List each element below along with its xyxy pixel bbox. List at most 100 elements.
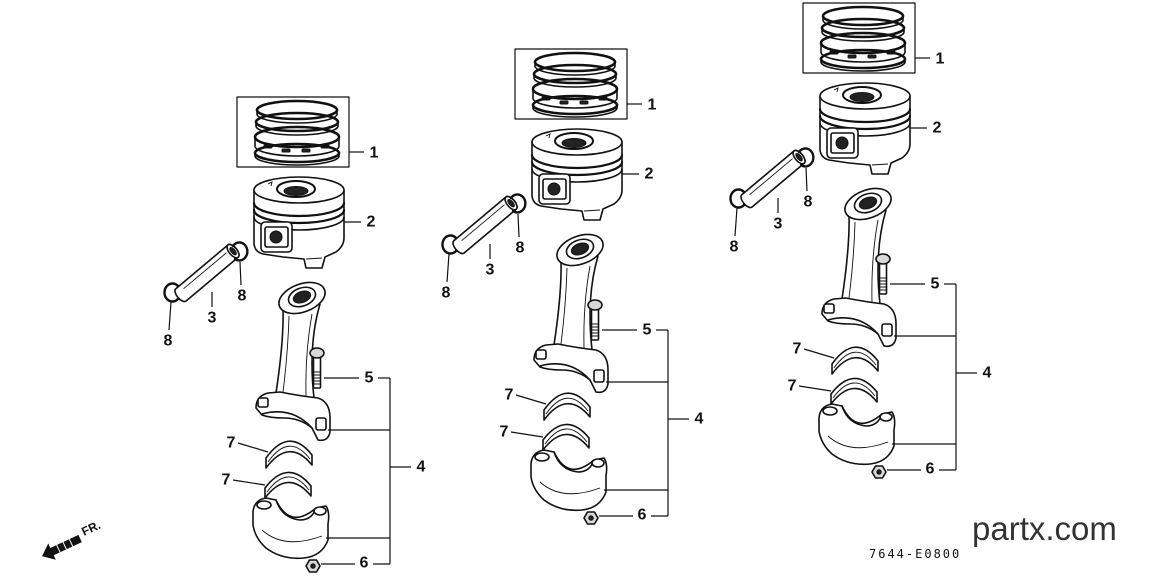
piston-bowl-depth xyxy=(849,92,875,102)
rod-nut xyxy=(305,559,321,573)
ring-oil-slot xyxy=(559,100,569,105)
piston-skirt-line xyxy=(305,257,323,260)
bearing-upper-shell xyxy=(543,392,591,421)
bearing-upper xyxy=(831,346,879,375)
piston-pin-bore xyxy=(835,136,849,150)
callout-rod-nut: 6 xyxy=(638,507,647,524)
callout-rod-assembly: 4 xyxy=(983,365,992,382)
front-arrow-hatch xyxy=(56,538,74,553)
front-arrow-label: FR. xyxy=(79,518,102,539)
bearing-upper-face xyxy=(545,397,589,415)
bearing-lower-face xyxy=(544,428,588,445)
ring-rail-front xyxy=(254,152,340,166)
rod-cap xyxy=(818,403,896,466)
piston-bowl-depth xyxy=(283,186,309,196)
bearing-lower-shell xyxy=(542,423,590,451)
ring-rail-front xyxy=(532,104,618,118)
bearing-lower-face xyxy=(266,476,310,493)
leader-bearing-lower xyxy=(232,479,266,486)
rod-web xyxy=(871,219,879,303)
piston-front-mark xyxy=(267,181,273,187)
rod-cap-boss xyxy=(879,412,893,422)
piston-groove xyxy=(252,208,346,225)
piston xyxy=(818,82,912,175)
piston-groove xyxy=(819,122,911,137)
bearing-upper-shell xyxy=(265,440,313,469)
callout-bearing-upper: 7 xyxy=(793,341,802,358)
piston-pin-highlight xyxy=(461,204,505,242)
rod-web xyxy=(583,265,591,349)
rod-cap-edge xyxy=(539,481,601,495)
piston-groove xyxy=(253,216,345,231)
rod-small-end-bore xyxy=(570,242,590,256)
callout-rod-assembly: 4 xyxy=(695,411,704,428)
rod-bolt-boss xyxy=(881,323,893,337)
rod-cap-seat xyxy=(275,499,317,518)
rod-small-end-bore xyxy=(858,196,878,210)
connecting-rod xyxy=(533,233,609,394)
callout-piston: 2 xyxy=(933,120,942,137)
rod-nut xyxy=(871,465,887,479)
connecting-rod xyxy=(255,281,331,442)
leader-bearing-lower xyxy=(510,431,544,438)
callout-rod-assembly: 4 xyxy=(417,459,426,476)
rod-cap-boss xyxy=(534,452,550,462)
leader-bearing-lower xyxy=(798,385,832,392)
rod-bolt xyxy=(587,299,603,341)
rod-cap-seat xyxy=(553,451,595,470)
piston xyxy=(530,128,624,221)
pin-clip-left xyxy=(163,282,180,303)
rod-bolt-boss xyxy=(593,369,605,383)
callout-pin-clip-right: 8 xyxy=(804,194,813,211)
ring-oil-slot xyxy=(579,100,589,105)
rod-bolt xyxy=(309,347,325,389)
piston-rings xyxy=(236,96,350,168)
piston-skirt-line xyxy=(583,209,601,212)
ring-second-front xyxy=(821,27,905,42)
rod-web xyxy=(848,221,856,299)
rod-big-end-seat xyxy=(539,363,591,381)
callout-piston-pin: 3 xyxy=(774,216,783,233)
rod-cap xyxy=(252,497,330,560)
rod-small-end-bore xyxy=(292,290,312,304)
rod-web xyxy=(560,267,568,345)
piston-pin xyxy=(452,195,518,255)
ring-second-front xyxy=(255,121,339,136)
rod-bolt-thread xyxy=(313,371,321,385)
piston-pin xyxy=(740,149,806,209)
rod-cap-edge xyxy=(261,529,323,543)
assembly-right: 1 2 xyxy=(729,2,992,479)
rod-nut-bore xyxy=(588,515,594,521)
rod-cap-boss xyxy=(256,500,272,510)
rod-cap-boss xyxy=(313,506,327,516)
piston-groove xyxy=(818,107,912,124)
leader-pin-clip-left xyxy=(446,253,450,283)
rod-assembly-bracket xyxy=(892,283,977,471)
ring-oil-slot xyxy=(847,54,857,59)
callout-bearing-lower: 7 xyxy=(788,378,797,395)
bearing-lower-shell xyxy=(264,471,312,499)
piston-pin-bore xyxy=(547,182,561,196)
rod-bolt-head xyxy=(587,299,603,311)
piston-groove xyxy=(818,114,912,131)
rod-cap-boss xyxy=(822,406,838,416)
bearing-upper-shell xyxy=(831,346,879,375)
callout-piston-rings: 1 xyxy=(370,145,379,162)
bearing-upper-face xyxy=(833,351,877,369)
leader-bearing-upper xyxy=(515,394,547,405)
rod-nut xyxy=(583,511,599,525)
callout-pin-clip-right: 8 xyxy=(238,288,247,305)
rod-bolt xyxy=(875,253,891,295)
bearing-lower xyxy=(264,471,312,499)
rod-big-end xyxy=(821,297,897,348)
piston-pin-highlight xyxy=(183,252,227,290)
callout-rod-nut: 6 xyxy=(360,555,369,572)
piston-groove xyxy=(530,153,624,170)
rod-bolt-thread xyxy=(591,323,599,337)
callout-bearing-upper: 7 xyxy=(505,387,514,404)
callout-piston-rings: 1 xyxy=(936,51,945,68)
piston-rings xyxy=(514,48,628,120)
leader-pin-clip-left xyxy=(734,207,738,237)
ring-oil-slot xyxy=(281,148,291,153)
pin-clip-left xyxy=(729,188,746,209)
